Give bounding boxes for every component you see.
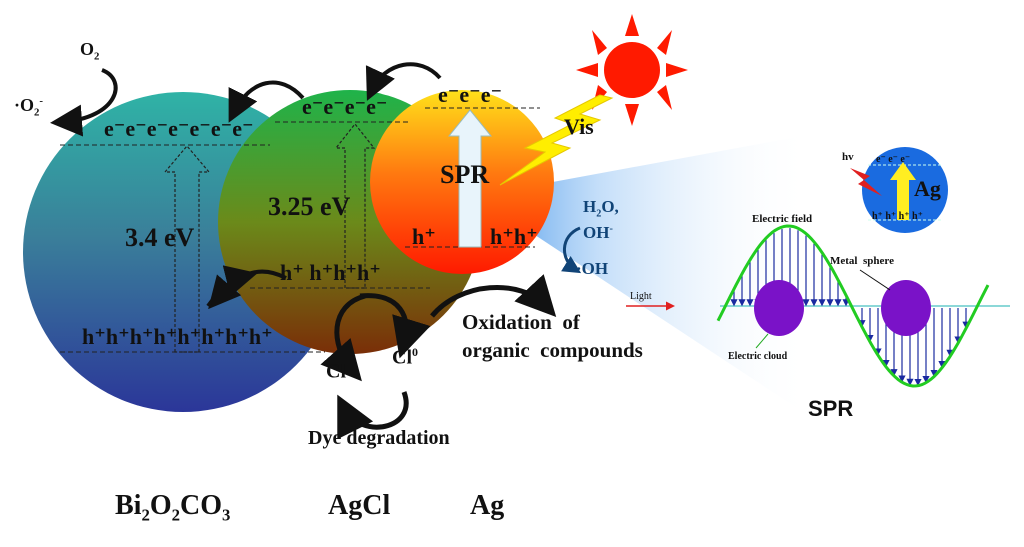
- bi2o2co3-bandgap: 3.4 eV: [125, 223, 195, 252]
- hydroxide-label: OH-: [583, 223, 613, 242]
- chloride-cycle-arrows: [320, 274, 557, 440]
- superoxide-radical-label: ·O2-: [14, 95, 44, 119]
- bi2o2co3-electrons: e⁻e⁻e⁻e⁻e⁻e⁻e⁻: [104, 116, 254, 141]
- inset-electrons: e⁻ e⁻ e⁻: [876, 154, 911, 165]
- electric-cloud-label: Electric cloud: [728, 351, 788, 362]
- water-label: H2O,: [583, 197, 619, 220]
- lightning-bolt-icon: [499, 94, 614, 186]
- light-label: Light: [630, 291, 652, 302]
- metal-sphere-label: Metal sphere: [830, 255, 894, 267]
- electron-transfer-arrows: [50, 62, 442, 310]
- bi2o2co3-name: Bi2O2CO3: [115, 490, 231, 525]
- electric-field-label: Electric field: [752, 213, 813, 225]
- inset-hv-label: hv: [842, 151, 854, 163]
- hydroxyl-radical-label: ·OH: [576, 259, 609, 278]
- vis-label: Vis: [564, 114, 594, 139]
- metal-sphere-2: [881, 280, 931, 336]
- sun-icon: [576, 14, 688, 126]
- chlorine-atom-label: Cl0: [392, 345, 418, 369]
- oxidation-line1: Oxidation of: [462, 310, 580, 334]
- agcl-name: AgCl: [328, 490, 391, 521]
- agcl-bandgap: 3.25 eV: [268, 192, 351, 221]
- chloride-ion-label: Cl-: [326, 359, 350, 383]
- ag-hole-left: h⁺: [412, 224, 436, 249]
- water-oxidation-arrow: [561, 226, 582, 274]
- oxidation-line2: organic compounds: [462, 338, 643, 362]
- excitation-arrows: [163, 123, 376, 353]
- inset-hv-bolt: [850, 168, 882, 196]
- inset-holes: h⁺ h⁺ h⁺ h⁺: [872, 211, 923, 222]
- metal-sphere-1: [754, 280, 804, 336]
- ag-spr-label: SPR: [440, 160, 490, 189]
- agcl-holes: h⁺ h⁺h⁺h⁺: [280, 260, 381, 285]
- ag-holes-right: h⁺h⁺: [490, 224, 538, 249]
- agcl-electrons: e⁻e⁻e⁻e⁻: [302, 94, 388, 119]
- inset-excitation-arrow: [890, 162, 916, 220]
- spr-inset: [626, 147, 1010, 388]
- dye-degradation-label: Dye degradation: [308, 427, 450, 449]
- bi2o2co3-holes: h⁺h⁺h⁺h⁺h⁺h⁺h⁺h⁺: [82, 324, 273, 349]
- o2-label: O2: [80, 39, 100, 63]
- ag-name: Ag: [470, 490, 505, 521]
- ag-electrons: e⁻e⁻e⁻: [438, 82, 503, 107]
- inset-ag-label: Ag: [914, 176, 941, 201]
- light-beam: [482, 135, 812, 418]
- inset-spr-label: SPR: [808, 396, 854, 421]
- electric-field-wave: [716, 224, 990, 388]
- ag-excitation-arrow: [447, 109, 493, 248]
